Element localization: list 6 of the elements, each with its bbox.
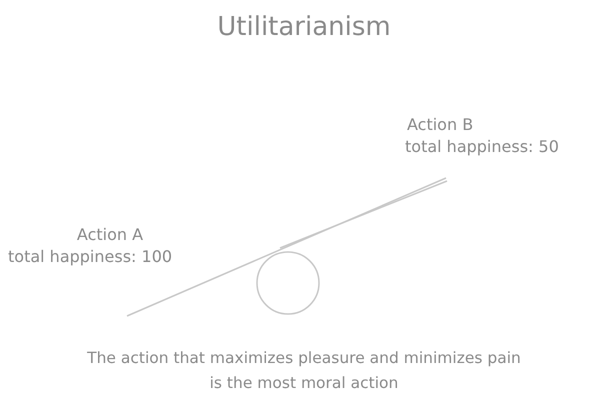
- caption: The action that maximizes pleasure and minimizes pain is the most moral action: [86, 348, 522, 394]
- label-text: Action B: [407, 115, 474, 134]
- label-text: total happiness: 50: [405, 137, 559, 156]
- label-text: total happiness: 100: [8, 247, 172, 266]
- title: Utilitarianism: [216, 12, 392, 44]
- label-text: Action A: [76, 225, 144, 244]
